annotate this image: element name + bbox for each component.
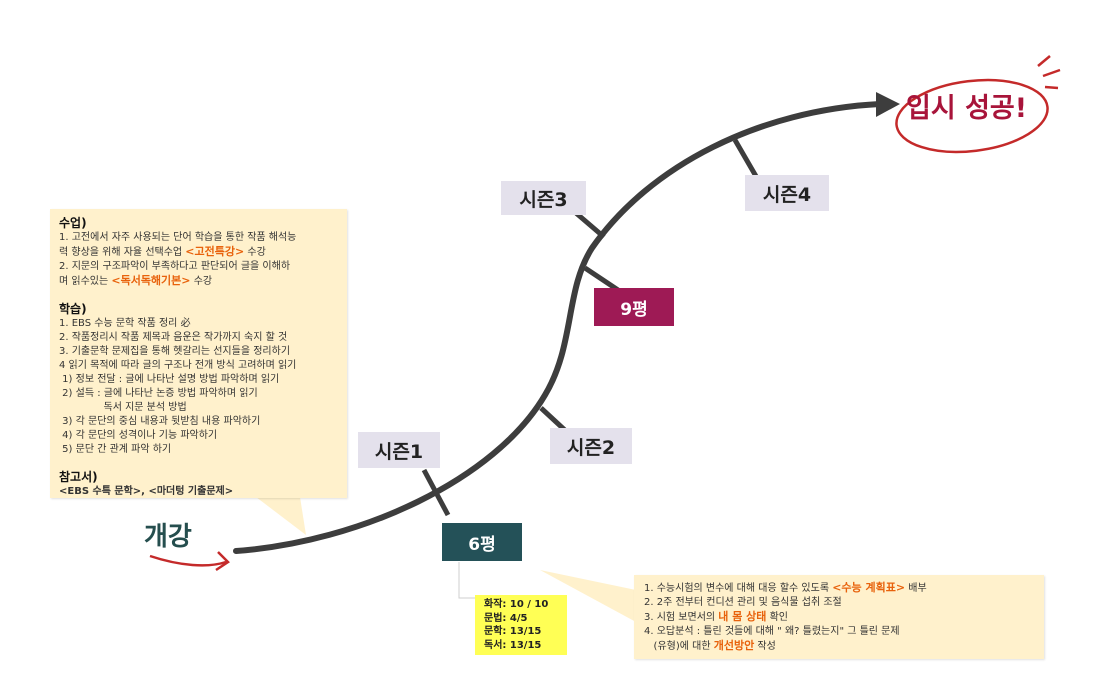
- start-label: 개강: [144, 522, 192, 552]
- mock6-scores: 화작: 10 / 10 문법: 4/5 문학: 13/15 독서: 13/15: [475, 595, 567, 655]
- milestone-season4: 시즌4: [745, 175, 829, 211]
- start-swoosh-icon: [149, 554, 227, 567]
- roadmap-arrowhead: [876, 92, 900, 117]
- self-study-line: 2. 작품정리시 작품 제목과 음운은 작가까지 숙지 할 것: [59, 332, 288, 343]
- score-grammar: 문법: 4/5: [484, 612, 528, 624]
- highlight-improvement: 개선방안: [713, 639, 755, 652]
- class-line: 1. 고전에서 자주 사용되는 단어 학습을 통한 작품 해석능: [59, 232, 297, 243]
- score-hwajak: 화작: 10 / 10: [484, 599, 549, 610]
- class-line: 며 읽수있는 <독서독해기본> 수강: [59, 274, 213, 287]
- milestone-season2: 시즌2: [550, 428, 632, 464]
- score-literature: 문학: 13/15: [484, 626, 542, 637]
- tick-season3: [574, 211, 606, 239]
- highlight-reading: <독서독해기본>: [111, 274, 191, 287]
- tick-season4: [732, 138, 760, 180]
- plan-line: 1. 수능시험의 변수에 대해 대응 할수 있도록 <수능 계획표> 배부: [644, 581, 927, 594]
- self-study-line: 3) 각 문단의 중심 내용과 뒷받침 내용 파악하기: [59, 416, 261, 427]
- class-line: 력 향상을 위해 자율 선택수업 <고전특강> 수강: [59, 245, 266, 258]
- goal-circle-icon: [895, 78, 1049, 154]
- self-study-heading: 학습): [59, 302, 87, 316]
- milestone-mock9: 9평: [594, 288, 674, 326]
- self-study-line: 3. 기출문학 문제집을 통해 헷갈리는 선지들을 정리하기: [59, 346, 291, 357]
- highlight-body-state: 내 몸 상태: [718, 610, 767, 623]
- goal-spark-icon-2: [1042, 68, 1061, 78]
- score-reading: 독서: 13/15: [484, 639, 542, 651]
- highlight-plan-table: <수능 계획표>: [832, 581, 906, 594]
- self-study-line: 1) 정보 전달 : 글에 나타난 설명 방법 파악하며 읽기: [59, 374, 280, 385]
- reference-books: <EBS 수특 문학>, <마더텅 기출문제>: [59, 486, 234, 497]
- reference-heading: 참고서): [59, 470, 98, 484]
- roadmap-path: [233, 101, 883, 554]
- self-study-line: 독서 지문 분석 방법: [59, 402, 187, 413]
- self-study-line: 2) 설득 : 글에 나타난 논증 방법 파악하며 읽기: [59, 388, 258, 399]
- start-swoosh-tip-icon: [215, 551, 230, 572]
- tick-season1: [421, 468, 451, 517]
- self-study-line: 4) 각 문단의 성격이나 기능 파악하기: [59, 430, 218, 441]
- study-plan-callout: 수업) 1. 고전에서 자주 사용되는 단어 학습을 통한 작품 해석능 력 향…: [50, 209, 347, 498]
- self-study-line: 5) 문단 간 관계 파악 하기: [59, 444, 172, 455]
- goal-label: 입시 성공!: [906, 93, 1028, 124]
- bottom-callout-tail: [540, 570, 636, 622]
- class-line: 2. 지문의 구조파악이 부족하다고 판단되어 글을 이해하: [59, 261, 291, 272]
- milestone-season3: 시즌3: [501, 181, 586, 215]
- plan-line: 2. 2주 전부터 컨디션 관리 및 음식물 섭취 조절: [644, 597, 842, 608]
- mock6-plan-callout: 1. 수능시험의 변수에 대해 대응 할수 있도록 <수능 계획표> 배부 2.…: [634, 575, 1044, 659]
- milestone-season1: 시즌1: [358, 432, 440, 468]
- plan-line: 4. 오답분석 : 틀린 것들에 대해 " 왜? 틀렸는지" 그 틀린 문제: [644, 626, 900, 637]
- main-callout-tail: [256, 497, 306, 535]
- goal-spark-icon-1: [1037, 55, 1051, 67]
- milestone-mock6: 6평: [442, 523, 522, 561]
- plan-line: 3. 시험 보면서의 내 몸 상태 확인: [644, 610, 789, 623]
- score-connector: [458, 562, 475, 599]
- plan-line: (유형)에 대한 개선방안 작성: [644, 639, 776, 652]
- highlight-gojeon: <고전특강>: [185, 245, 245, 258]
- self-study-line: 1. EBS 수능 문학 작품 정리 必: [59, 318, 191, 329]
- tick-mock9: [583, 265, 620, 293]
- class-heading: 수업): [59, 216, 87, 230]
- self-study-line: 4 읽기 목적에 따라 글의 구조나 전개 방식 고려하며 읽기: [59, 360, 297, 371]
- goal-spark-icon-3: [1044, 85, 1059, 90]
